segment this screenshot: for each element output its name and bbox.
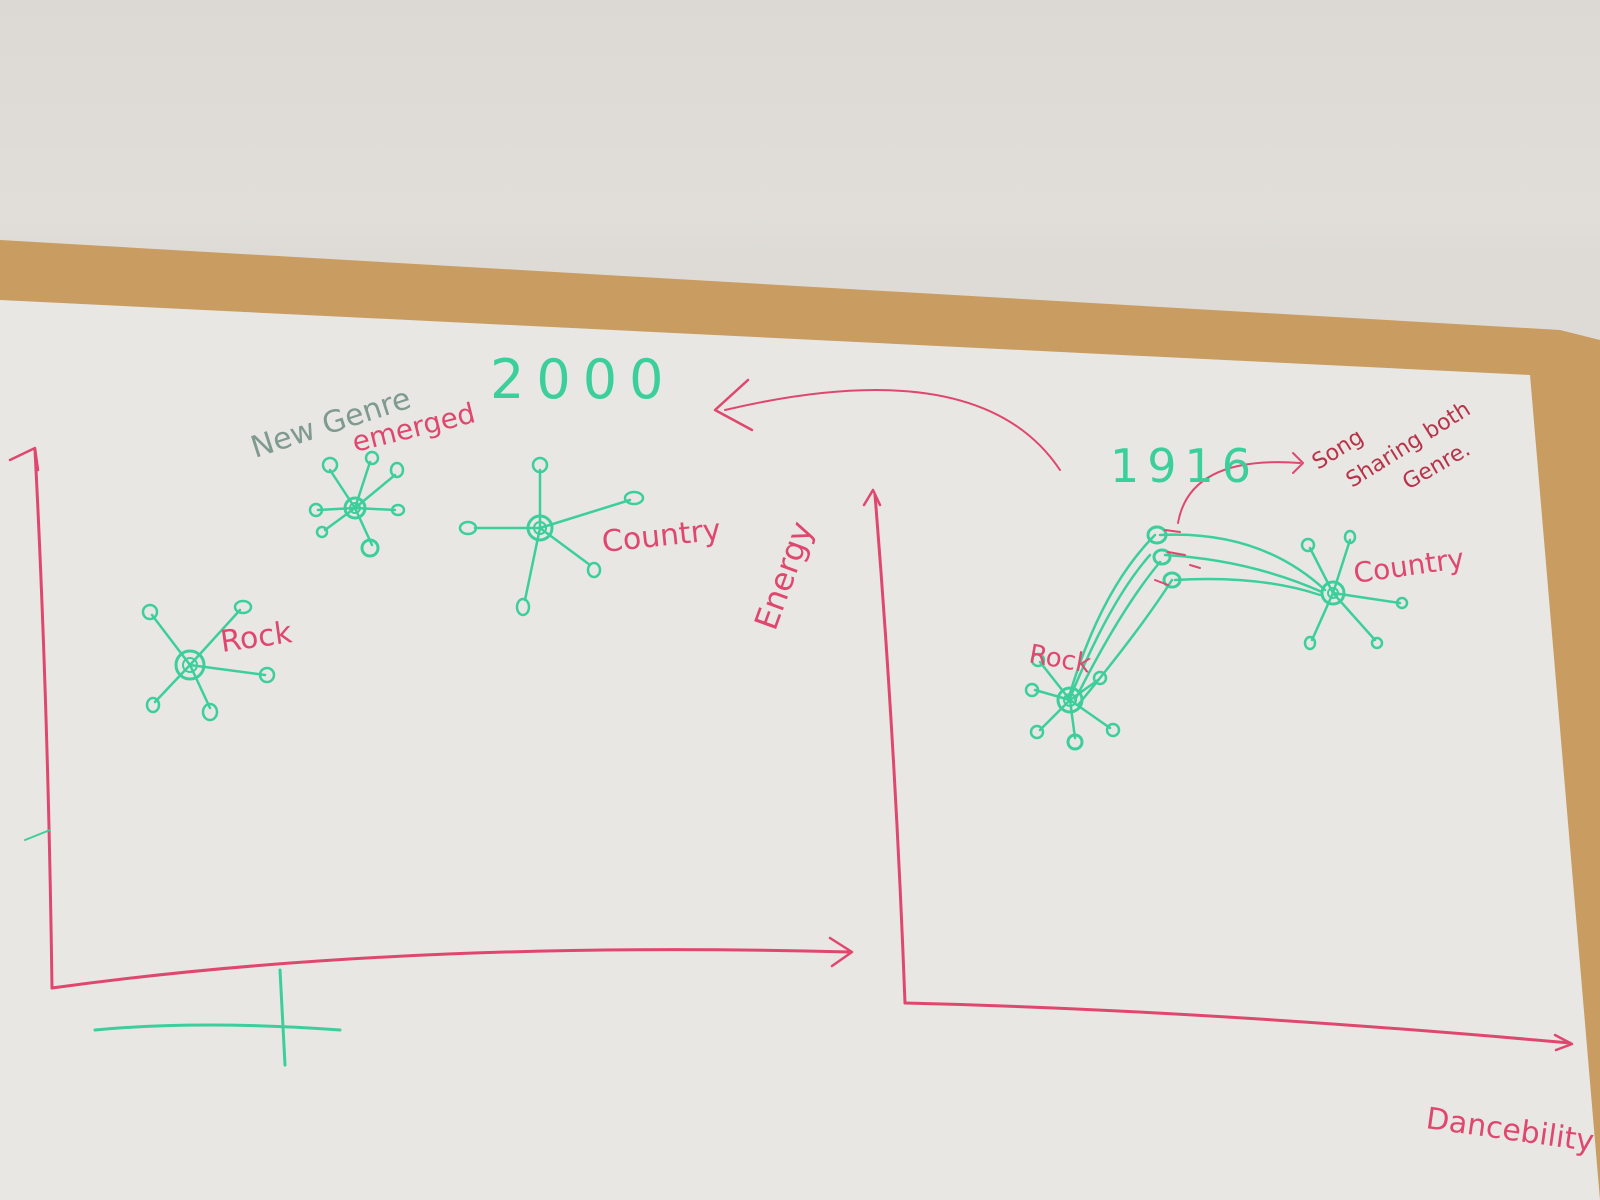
rock-cluster-left [141, 599, 276, 722]
song-note-arrow [1177, 461, 1301, 524]
left-graph-y-axis [33, 448, 54, 990]
right-graph-x-axis [903, 1001, 1572, 1045]
country-cluster-right [1300, 529, 1409, 651]
left-graph-x-axis [50, 948, 852, 990]
song-sharing-links [1066, 525, 1327, 707]
rock-cluster-right [1024, 652, 1121, 751]
time-arrow [724, 389, 1061, 471]
new-genre-cluster [308, 450, 406, 558]
country-cluster-left [458, 456, 645, 617]
right-graph [862, 452, 1574, 1052]
whiteboard-surface [0, 300, 1600, 1200]
right-graph-y-axis [873, 493, 907, 1005]
left-graph [8, 378, 1061, 1067]
left-graph-year: 2000 [490, 348, 675, 411]
right-graph-year: 1916 [1110, 439, 1259, 493]
